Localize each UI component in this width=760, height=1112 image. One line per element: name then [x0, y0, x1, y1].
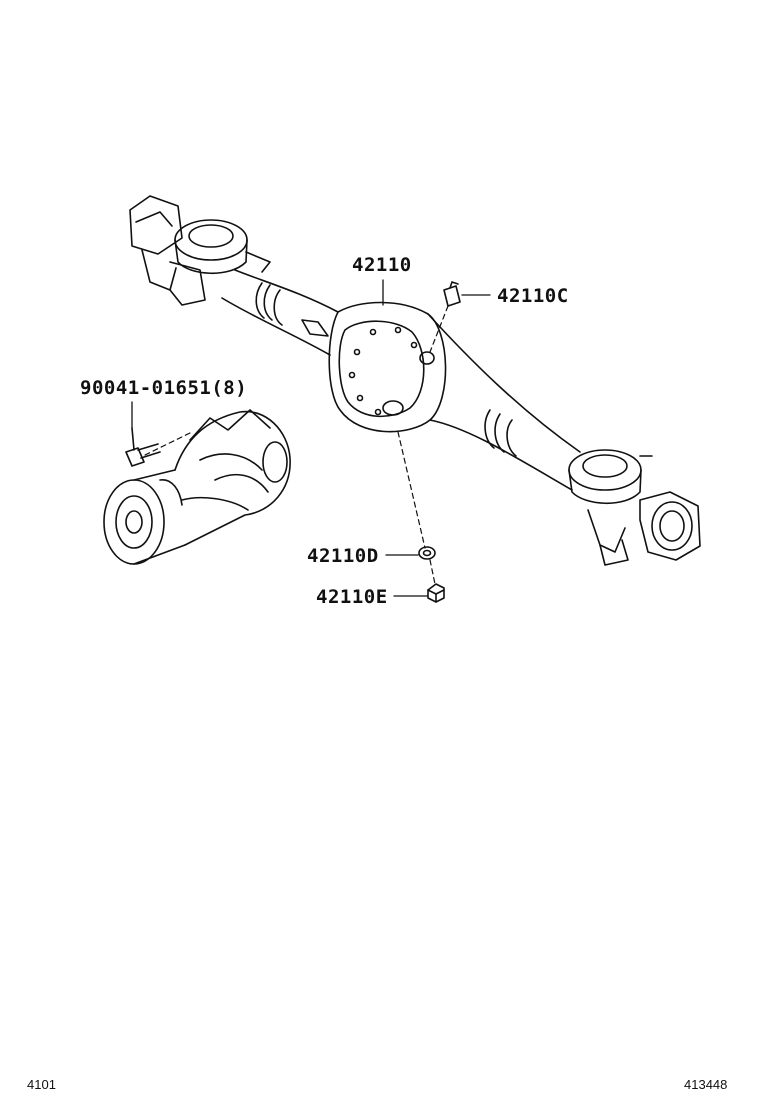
part-label-housing[interactable]: 42110 — [352, 254, 412, 276]
part-label-gasket[interactable]: 42110D — [307, 545, 379, 567]
breather-plug-drawing — [443, 281, 461, 307]
gasket-drawing — [418, 546, 436, 560]
illustration-id: 413448 — [684, 1077, 728, 1092]
differential-carrier-drawing — [103, 409, 291, 565]
figure-group-number: 4101 — [27, 1077, 56, 1092]
drain-plug-drawing — [427, 583, 445, 603]
part-label-breather-plug[interactable]: 42110C — [497, 285, 569, 307]
part-label-drain-plug[interactable]: 42110E — [316, 586, 388, 608]
part-label-bolt[interactable]: 90041-01651(8) — [80, 377, 248, 399]
leader-lines — [131, 279, 491, 597]
bolt-drawing — [125, 427, 161, 467]
axle-housing-drawing — [129, 195, 701, 566]
assembly-lines — [144, 305, 449, 585]
